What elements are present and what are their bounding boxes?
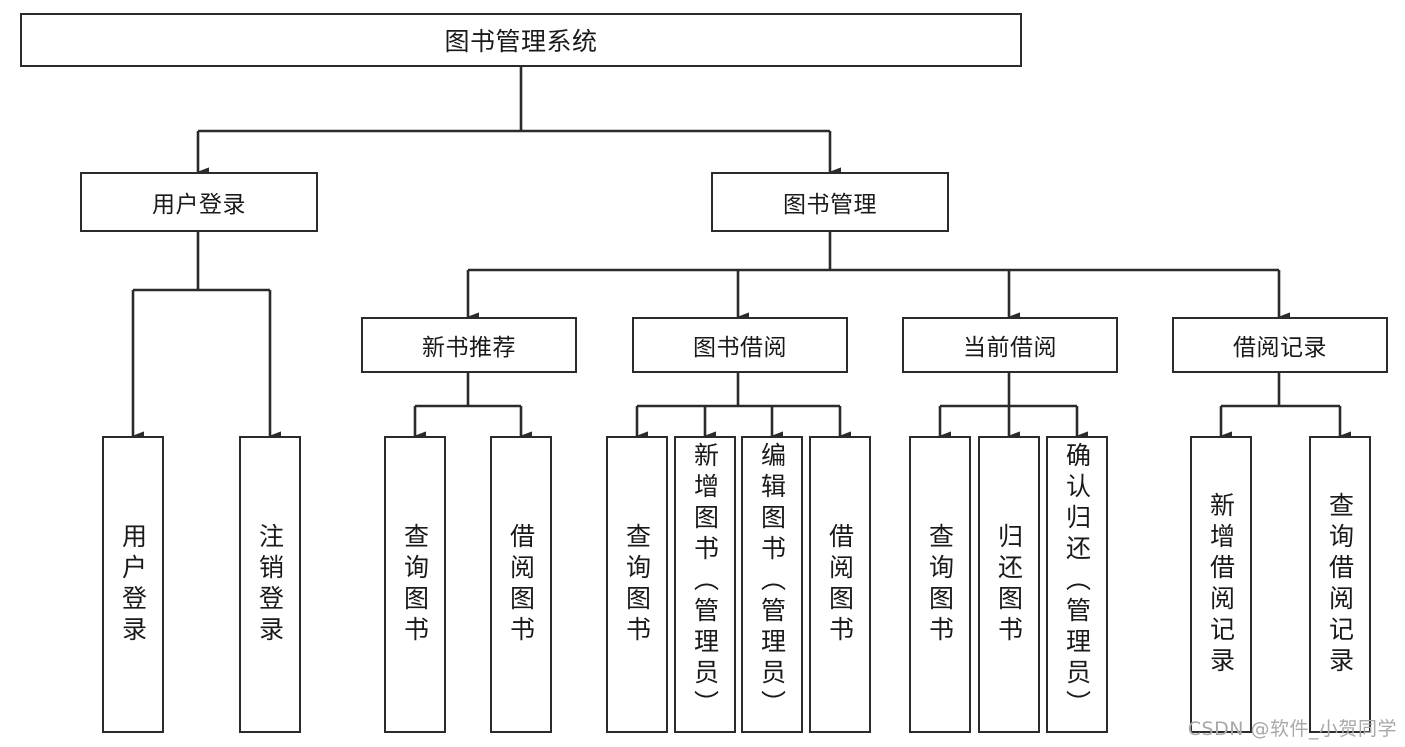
node-leaf-borrow-book-1[interactable]: 借阅图书 (490, 436, 552, 733)
node-leaf-query-book-2[interactable]: 查询图书 (606, 436, 668, 733)
node-leaf-user-logout[interactable]: 注销登录 (239, 436, 301, 733)
node-leaf-borrow-book-2[interactable]: 借阅图书 (809, 436, 871, 733)
node-new-book-recommend[interactable]: 新书推荐 (361, 317, 577, 373)
node-borrow-record-label: 借阅记录 (1233, 335, 1327, 361)
node-leaf-user-login-label: 用户登录 (118, 522, 148, 647)
node-leaf-borrow-book-2-label: 借阅图书 (825, 522, 855, 647)
node-leaf-edit-book[interactable]: 编辑图书（管理员） (741, 436, 803, 733)
node-leaf-confirm-return[interactable]: 确认归还（管理员） (1046, 436, 1108, 733)
node-leaf-query-book-3-label: 查询图书 (925, 522, 955, 647)
node-leaf-user-logout-label: 注销登录 (255, 522, 285, 647)
node-leaf-query-book-3[interactable]: 查询图书 (909, 436, 971, 733)
node-leaf-query-record-label: 查询借阅记录 (1325, 491, 1355, 678)
node-root-system-label: 图书管理系统 (444, 27, 598, 56)
node-leaf-query-book-2-label: 查询图书 (622, 522, 652, 647)
node-leaf-query-book-1-label: 查询图书 (400, 522, 430, 647)
node-current-borrow-label: 当前借阅 (963, 335, 1057, 361)
node-leaf-query-book-1[interactable]: 查询图书 (384, 436, 446, 733)
node-current-borrow[interactable]: 当前借阅 (902, 317, 1118, 373)
node-leaf-add-book-label: 新增图书（管理员） (690, 442, 720, 721)
node-leaf-add-book[interactable]: 新增图书（管理员） (674, 436, 736, 733)
node-book-manage[interactable]: 图书管理 (711, 172, 949, 232)
node-book-manage-label: 图书管理 (783, 192, 877, 218)
node-leaf-return-book-label: 归还图书 (994, 522, 1024, 647)
node-book-borrow[interactable]: 图书借阅 (632, 317, 848, 373)
csdn-watermark: CSDN @软件_小贺同学 (1187, 718, 1397, 740)
node-leaf-confirm-return-label: 确认归还（管理员） (1062, 442, 1092, 721)
node-leaf-return-book[interactable]: 归还图书 (978, 436, 1040, 733)
node-borrow-record[interactable]: 借阅记录 (1172, 317, 1388, 373)
node-leaf-query-record[interactable]: 查询借阅记录 (1309, 436, 1371, 733)
node-leaf-add-record[interactable]: 新增借阅记录 (1190, 436, 1252, 733)
node-new-book-recommend-label: 新书推荐 (422, 335, 516, 361)
node-leaf-add-record-label: 新增借阅记录 (1206, 491, 1236, 678)
node-root-system[interactable]: 图书管理系统 (20, 13, 1022, 67)
node-user-login[interactable]: 用户登录 (80, 172, 318, 232)
node-book-borrow-label: 图书借阅 (693, 335, 787, 361)
node-leaf-user-login[interactable]: 用户登录 (102, 436, 164, 733)
node-user-login-label: 用户登录 (152, 192, 246, 218)
node-leaf-borrow-book-1-label: 借阅图书 (506, 522, 536, 647)
node-leaf-edit-book-label: 编辑图书（管理员） (757, 442, 787, 721)
